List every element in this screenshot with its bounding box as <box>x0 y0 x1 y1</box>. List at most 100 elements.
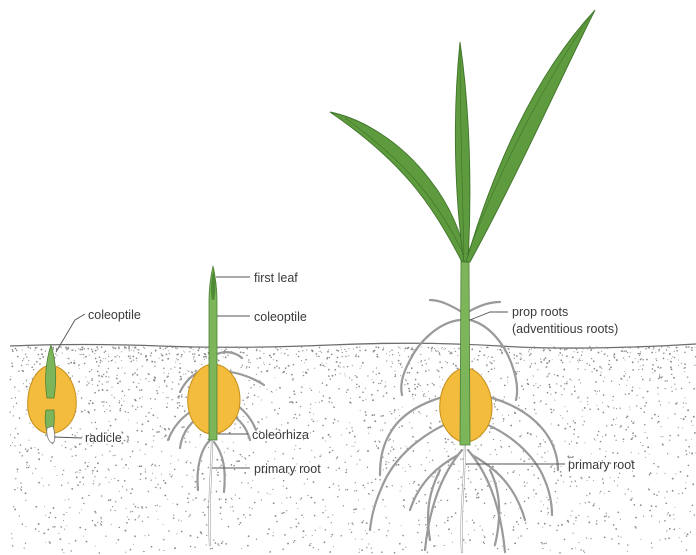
soil-dot <box>545 461 546 462</box>
soil-dot <box>349 432 351 434</box>
soil-dot <box>586 495 587 496</box>
soil-dot <box>512 529 514 531</box>
soil-dot <box>92 351 94 353</box>
soil-dot <box>394 386 395 387</box>
soil-dot <box>311 419 312 420</box>
soil-dot <box>555 482 557 484</box>
soil-dot <box>75 472 76 473</box>
soil-dot <box>333 406 335 408</box>
soil-dot <box>647 446 649 448</box>
soil-dot <box>644 450 646 452</box>
soil-dot <box>105 477 106 478</box>
soil-dot <box>371 394 373 396</box>
soil-dot <box>612 452 614 454</box>
soil-dot <box>587 516 588 517</box>
soil-dot <box>68 372 70 374</box>
soil-dot <box>648 489 650 491</box>
soil-dot <box>631 491 632 492</box>
soil-dot <box>353 512 354 513</box>
soil-dot <box>672 478 674 480</box>
soil-dot <box>338 388 339 389</box>
soil-dot <box>310 497 312 499</box>
soil-dot <box>115 357 116 358</box>
soil-dot <box>556 502 557 503</box>
soil-dot <box>245 458 247 460</box>
soil-dot <box>560 359 562 361</box>
soil-dot <box>353 348 354 349</box>
soil-dot <box>346 390 347 391</box>
soil-dot <box>282 548 284 550</box>
soil-dot <box>159 347 161 349</box>
soil-dot <box>599 508 600 509</box>
soil-dot <box>596 523 598 525</box>
soil-dot <box>618 535 619 536</box>
soil-dot <box>466 500 468 502</box>
soil-dot <box>164 482 166 484</box>
soil-dot <box>178 395 180 397</box>
soil-dot <box>21 365 22 366</box>
soil-dot <box>543 359 545 361</box>
soil-dot <box>511 452 512 453</box>
soil-dot <box>389 438 391 440</box>
soil-dot <box>455 512 457 514</box>
soil-dot <box>563 376 564 377</box>
soil-dot <box>203 500 204 501</box>
soil-dot <box>172 475 173 476</box>
soil-dot <box>152 429 153 430</box>
soil-dot <box>128 389 130 391</box>
soil-dot <box>82 477 84 479</box>
soil-dot <box>185 396 187 398</box>
soil-dot <box>386 353 387 354</box>
soil-dot <box>315 402 316 403</box>
soil-dot <box>313 547 314 548</box>
soil-dot <box>470 482 471 483</box>
soil-dot <box>202 512 203 513</box>
soil-dot <box>296 354 297 355</box>
soil-dot <box>145 469 146 470</box>
soil-dot <box>11 362 13 364</box>
soil-dot <box>70 362 72 364</box>
soil-dot <box>611 381 612 382</box>
soil-dot <box>165 434 167 436</box>
soil-dot <box>245 517 246 518</box>
soil-dot <box>269 354 271 356</box>
soil-dot <box>168 373 169 374</box>
soil-dot <box>75 455 77 457</box>
soil-dot <box>173 515 174 516</box>
soil <box>9 343 696 555</box>
soil-dot <box>425 517 426 518</box>
soil-dot <box>26 356 28 358</box>
soil-dot <box>353 509 355 511</box>
soil-dot <box>206 535 207 536</box>
soil-dot <box>408 464 409 465</box>
soil-dot <box>156 390 158 392</box>
soil-dot <box>458 488 460 490</box>
soil-dot <box>234 469 236 471</box>
soil-dot <box>534 409 535 410</box>
soil-dot <box>475 445 476 446</box>
soil-dot <box>431 350 432 351</box>
soil-dot <box>197 537 199 539</box>
soil-dot <box>301 514 303 516</box>
soil-dot <box>76 476 78 478</box>
soil-dot <box>364 487 365 488</box>
soil-dot <box>298 522 300 524</box>
soil-dot <box>574 422 576 424</box>
soil-dot <box>481 347 482 348</box>
soil-dot <box>346 351 347 352</box>
soil-dot <box>108 361 109 362</box>
soil-dot <box>658 421 660 423</box>
soil-dot <box>671 374 672 375</box>
soil-dot <box>393 398 395 400</box>
soil-dot <box>205 348 206 349</box>
soil-dot <box>688 446 690 448</box>
soil-dot <box>337 420 338 421</box>
soil-dot <box>249 367 250 368</box>
soil-dot <box>646 437 648 439</box>
soil-dot <box>121 459 122 460</box>
soil-dot <box>74 445 75 446</box>
soil-dot <box>598 347 599 348</box>
soil-dot <box>391 447 392 448</box>
soil-dot <box>658 378 659 379</box>
soil-dot <box>560 415 561 416</box>
